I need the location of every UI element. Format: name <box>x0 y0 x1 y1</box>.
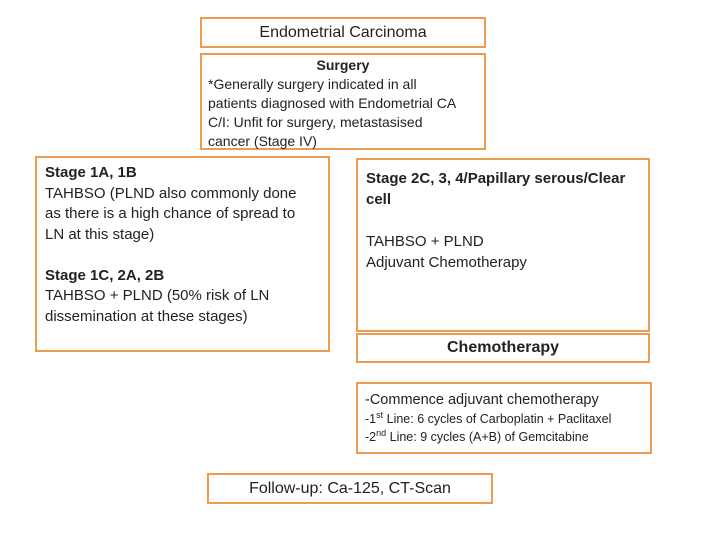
early-stage-box: Stage 1A, 1B TAHBSO (PLND also commonly … <box>35 156 330 352</box>
line3-pre: -2 <box>365 430 377 444</box>
followup-label: Follow-up: Ca-125, CT-Scan <box>249 479 451 497</box>
line3-superscript: nd <box>376 427 387 438</box>
surgery-box: Surgery *Generally surgery indicated in … <box>200 53 486 150</box>
surgery-line: *Generally surgery indicated in all <box>208 76 417 92</box>
advanced-stage-line: TAHBSO + PLND <box>366 233 484 250</box>
early-stage-heading-2: Stage 1C, 2A, 2B <box>45 266 165 284</box>
advanced-stage-heading: cell <box>366 191 392 208</box>
blank-line <box>45 245 320 266</box>
line3-post: Line: 9 cycles (A+B) of Gemcitabine <box>386 430 589 444</box>
early-stage-line: TAHBSO + PLND (50% risk of LN <box>45 287 270 304</box>
chemotherapy-header-label: Chemotherapy <box>446 339 560 356</box>
advanced-stage-line: Adjuvant Chemotherapy <box>366 254 527 271</box>
advanced-stage-box: Stage 2C, 3, 4/Papillary serous/Clear ce… <box>356 158 650 332</box>
title-box-label: Endometrial Carcinoma <box>259 23 427 41</box>
chemotherapy-header-box: Chemotherapy <box>356 333 650 363</box>
chemotherapy-details-box: -Commence adjuvant chemotherapy -1st Lin… <box>356 382 652 454</box>
chemotherapy-details-line: -1st Line: 6 cycles of Carboplatin + Pac… <box>365 410 643 428</box>
early-stage-line: LN at this stage) <box>45 225 155 243</box>
line2-pre: -1 <box>365 412 377 426</box>
surgery-line: C/I: Unfit for surgery, metastasised <box>208 114 423 130</box>
line2-post: Line: 6 cycles of Carboplatin + Paclitax… <box>383 412 612 426</box>
followup-box: Follow-up: Ca-125, CT-Scan <box>207 473 493 504</box>
chemotherapy-details-line: -Commence adjuvant chemotherapy <box>365 392 599 408</box>
early-stage-line: TAHBSO (PLND also commonly done <box>45 184 297 202</box>
endometrial-carcinoma-box: Endometrial Carcinoma <box>200 17 486 48</box>
surgery-line: cancer (Stage IV) <box>208 133 317 149</box>
early-stage-line: as there is a high chance of spread to <box>45 205 296 222</box>
surgery-line: patients diagnosed with Endometrial CA <box>208 95 457 111</box>
advanced-stage-heading: Stage 2C, 3, 4/Papillary serous/Clear <box>366 170 626 187</box>
early-stage-line: dissemination at these stages) <box>45 307 248 325</box>
line2-superscript: st <box>376 409 384 420</box>
blank-line <box>366 210 640 231</box>
early-stage-heading-1: Stage 1A, 1B <box>45 164 137 181</box>
chemotherapy-details-line: -2nd Line: 9 cycles (A+B) of Gemcitabine <box>365 428 643 446</box>
surgery-heading: Surgery <box>316 57 370 73</box>
